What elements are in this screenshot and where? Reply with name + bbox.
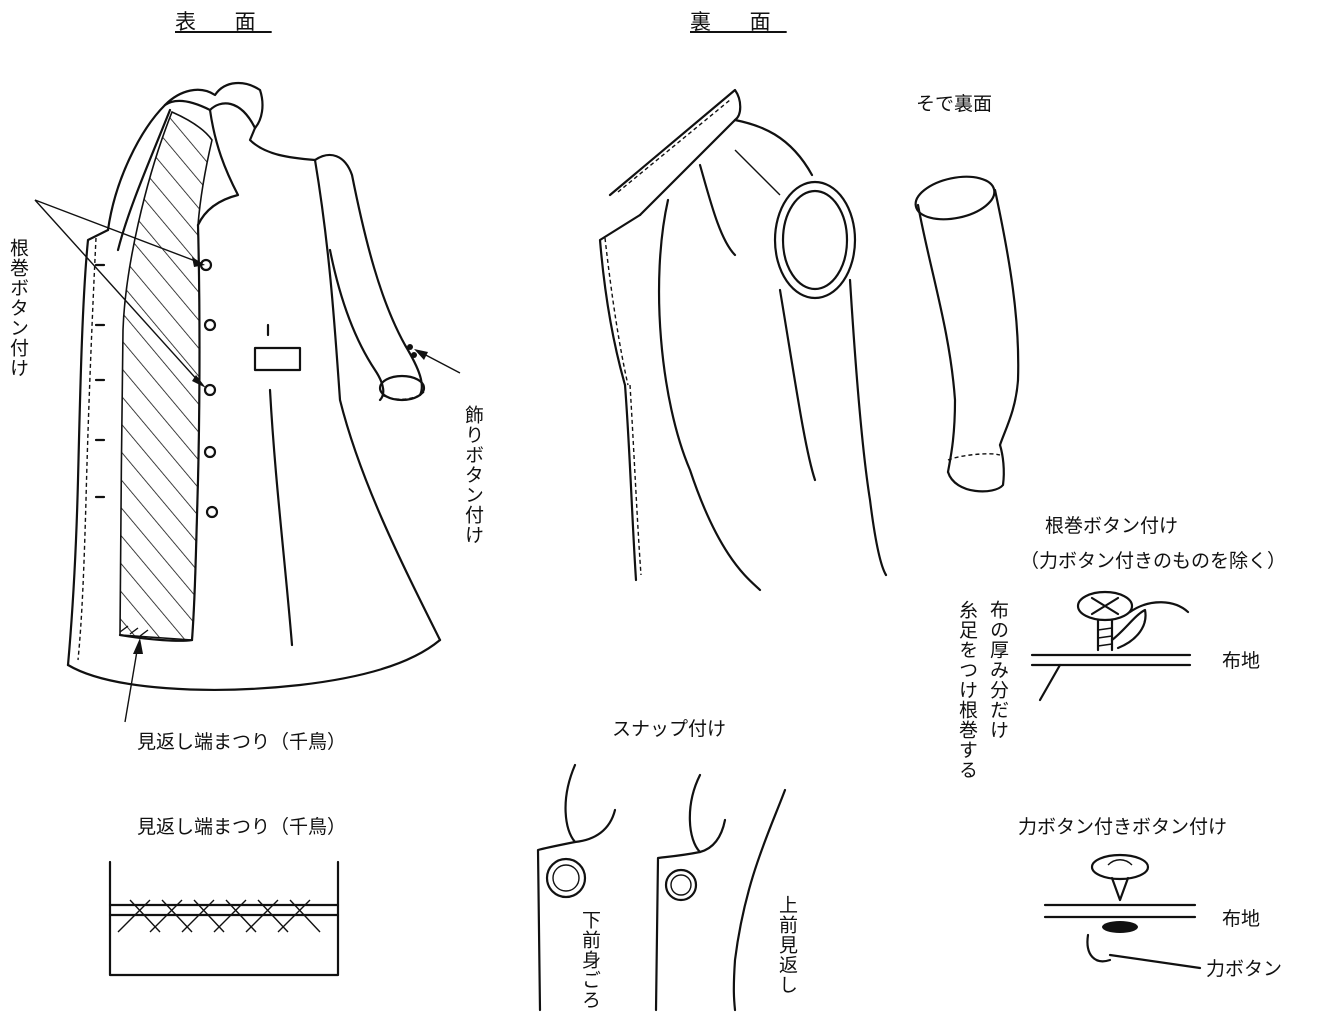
snap-detail-title: スナップ付け [612,718,727,740]
snap-detail-drawing [536,763,787,1012]
nemaki-button-label: 根巻ボタン付け [7,238,29,378]
facing-stitch-label: 見返し端まつり（千鳥） [137,731,347,753]
chikara-button-label: 力ボタン [1206,958,1283,980]
sleeve-lining-label: そで裏面 [916,93,993,115]
chidori-detail-title: 見返し端まつり（千鳥） [137,816,347,838]
chikara-detail-title: 力ボタン付きボタン付け [1018,816,1228,838]
nemaki-side-text-1: 布の厚み分だけ [987,600,1009,740]
back-view-drawing [598,88,1020,592]
nemaki-detail-drawing [1030,590,1192,702]
nemaki-detail-title: 根巻ボタン付け [1045,515,1179,537]
nemaki-side-text-2: 糸足をつけ根巻する [956,600,978,780]
lower-front-body-label: 下前身ごろ [579,910,601,1010]
chidori-detail-drawing [108,860,340,977]
front-title: 表 面 [175,10,272,34]
chikara-detail-drawing [1043,853,1202,970]
front-coat-drawing [34,82,461,723]
upper-front-facing-label: 上前見返し [776,895,798,995]
nemaki-fabric-label: 布地 [1222,650,1261,672]
nemaki-detail-note: （力ボタン付きのものを除く） [1020,550,1287,572]
decor-button-label: 飾りボタン付け [462,405,484,545]
back-title: 裏 面 [690,10,787,34]
chikara-fabric-label: 布地 [1222,908,1261,930]
